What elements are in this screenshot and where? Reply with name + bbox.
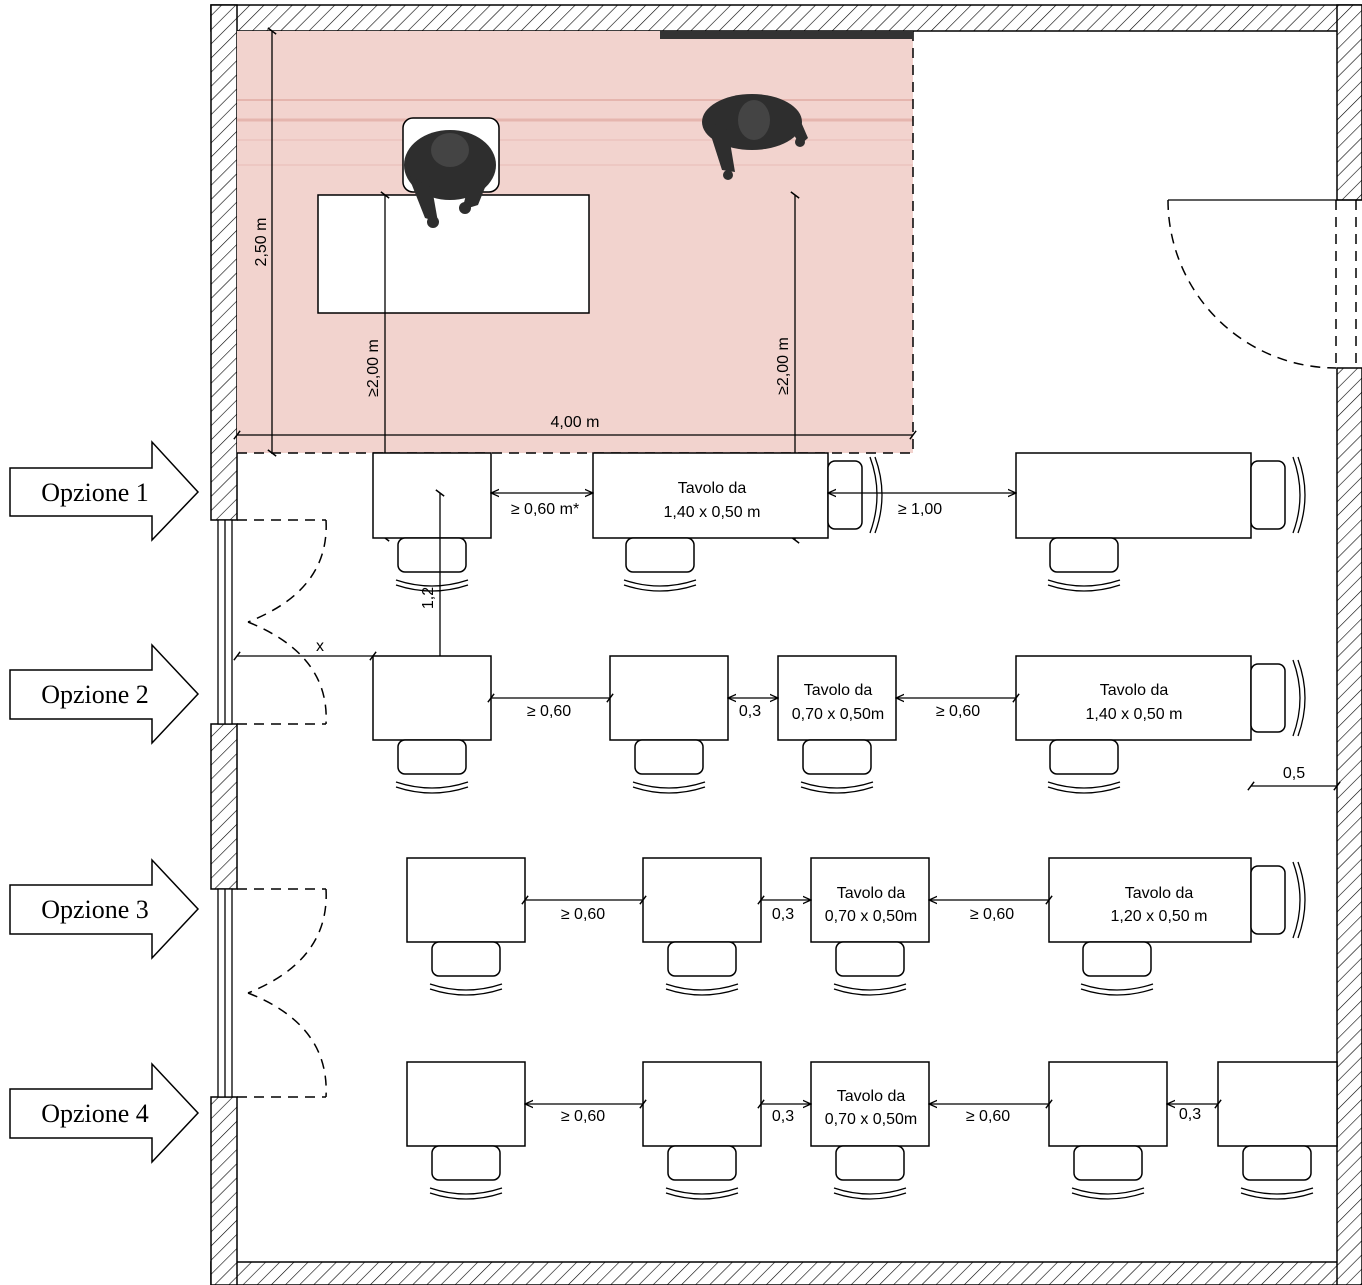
row-1: Tavolo da 1,40 x 0,50 m ≥ 0,60 m* ≥ 1,00…	[372, 452, 1306, 704]
option-3-label: Opzione 3	[41, 895, 149, 924]
desk-r3-2	[642, 857, 762, 943]
r4-small-line1: Tavolo da	[837, 1088, 906, 1105]
r2-gap2: 0,3	[739, 703, 761, 720]
r4-gap1: ≥ 0,60	[561, 1108, 605, 1125]
r4-small-line2: 0,70 x 0,50m	[825, 1111, 918, 1128]
r1-gap1: ≥ 0,60 m*	[511, 501, 579, 518]
left-door-a	[237, 519, 327, 725]
standing-person-icon	[702, 94, 808, 180]
option-arrow-1: Opzione 1	[9, 440, 200, 542]
r3-big-line1: Tavolo da	[1125, 885, 1194, 902]
option-2-label: Opzione 2	[41, 680, 149, 709]
desk-r3-4	[1048, 857, 1252, 943]
zone-dimensions: 2,50 m 4,00 m ≥2,00 m ≥2,00 m	[233, 27, 917, 544]
desk-r3-1	[406, 857, 526, 943]
r2-big-line2: 1,40 x 0,50 m	[1086, 706, 1183, 723]
r2-wall-gap: 0,5	[1283, 765, 1305, 782]
r1-table-line2: 1,40 x 0,50 m	[664, 504, 761, 521]
r3-gap1: ≥ 0,60	[561, 906, 605, 923]
desk-r4-4	[1048, 1061, 1168, 1147]
r4-gap4: 0,3	[1179, 1106, 1201, 1123]
option-arrow-3: Opzione 3	[9, 858, 200, 960]
desk-r2-1	[372, 655, 492, 741]
r3-small-line1: Tavolo da	[837, 885, 906, 902]
seated-person-icon	[404, 130, 496, 228]
desk-r1-1	[372, 452, 492, 539]
r3-big-line2: 1,20 x 0,50 m	[1111, 908, 1208, 925]
desk-r4-2	[642, 1061, 762, 1147]
option-arrow-2: Opzione 2	[9, 643, 200, 745]
r4-gap2: 0,3	[772, 1108, 794, 1125]
row-4: Tavolo da 0,70 x 0,50m ≥ 0,60 0,3 ≥ 0,60…	[406, 1061, 1338, 1200]
r2-big-line1: Tavolo da	[1100, 682, 1169, 699]
r1-gap2: ≥ 1,00	[898, 501, 942, 518]
option-1-label: Opzione 1	[41, 478, 149, 507]
desk-r2-2	[609, 655, 729, 741]
option-4-label: Opzione 4	[41, 1099, 149, 1128]
desk-r3-3	[810, 857, 930, 943]
r3-gap3: ≥ 0,60	[970, 906, 1014, 923]
r3-small-line2: 0,70 x 0,50m	[825, 908, 918, 925]
left-door-b	[237, 888, 327, 1098]
r2-gap1: ≥ 0,60	[527, 703, 571, 720]
zone-clear-left-label: ≥2,00 m	[365, 339, 382, 397]
teacher-zone	[237, 31, 914, 454]
zone-height-label: 2,50 m	[253, 218, 270, 267]
desk-r4-5	[1217, 1061, 1338, 1147]
zone-clear-right-label: ≥2,00 m	[775, 337, 792, 395]
row-3: Tavolo da 0,70 x 0,50m Tavolo da 1,20 x …	[406, 857, 1306, 996]
r2-vertical-gap: 1,2	[420, 587, 437, 609]
r4-gap3: ≥ 0,60	[966, 1108, 1010, 1125]
r3-gap2: 0,3	[772, 906, 794, 923]
teacher-desk	[317, 194, 590, 314]
r2-small-line2: 0,70 x 0,50m	[792, 706, 885, 723]
r1-table-line1: Tavolo da	[678, 480, 747, 497]
zone-width-label: 4,00 m	[551, 414, 600, 431]
r2-small-line1: Tavolo da	[804, 682, 873, 699]
option-arrow-4: Opzione 4	[9, 1062, 200, 1164]
row-2: Tavolo da 0,70 x 0,50m Tavolo da 1,40 x …	[233, 638, 1341, 794]
r2-door-gap: x	[316, 638, 324, 655]
desk-r1-3	[1015, 452, 1252, 539]
desk-r4-1	[406, 1061, 526, 1147]
entrance-door	[1167, 199, 1362, 369]
r2-gap3: ≥ 0,60	[936, 703, 980, 720]
desk-r2-4	[1015, 655, 1252, 741]
